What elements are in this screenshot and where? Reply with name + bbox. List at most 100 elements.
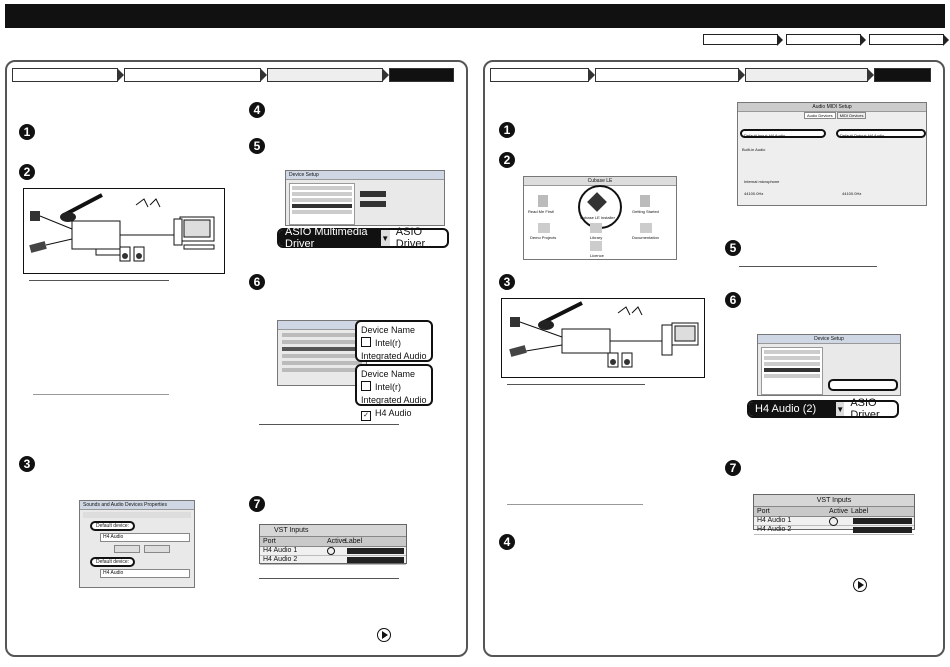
checkbox[interactable] — [361, 381, 371, 391]
col-port: Port — [263, 538, 276, 545]
next-page-icon[interactable] — [853, 578, 867, 592]
divider — [259, 578, 399, 579]
output-format-value[interactable]: 44100.0Hz — [842, 191, 862, 196]
asio-driver-label: ASIO Driver — [395, 226, 426, 250]
col-active: Active — [327, 538, 347, 545]
divider — [33, 394, 169, 395]
tab-step-1[interactable] — [490, 68, 595, 82]
col-label: Label — [345, 538, 363, 545]
device-name-header: Device Name — [361, 369, 416, 379]
dialog-title — [278, 321, 366, 330]
step-number-4: 4 — [249, 102, 265, 118]
dialog-title: Device Setup — [758, 335, 900, 344]
step-number-6: 6 — [725, 292, 741, 308]
tab-midi-devices[interactable]: MIDI Devices — [836, 112, 867, 119]
step-number-6: 6 — [249, 274, 265, 290]
default-output-select[interactable]: Default Output: H4 Audio — [836, 129, 926, 138]
folder-icon[interactable] — [538, 223, 550, 233]
connection-diagram — [23, 188, 225, 274]
dialog-tabs — [83, 512, 191, 518]
dialog-title: Device Setup — [286, 171, 444, 180]
input-device-callout: Device Name Intel(r) Integrated Audio ✓ H… — [355, 364, 433, 421]
chevron-down-icon[interactable]: ▼ — [379, 230, 390, 246]
divider — [507, 504, 643, 505]
tab-step-2[interactable] — [124, 68, 268, 82]
licence-label: Licence — [590, 253, 604, 258]
tab-step-3[interactable] — [745, 68, 874, 82]
chevron-down-icon[interactable]: ▼ — [835, 402, 845, 416]
step-number-2: 2 — [499, 152, 515, 168]
divider — [739, 266, 877, 267]
input-source-value[interactable]: Internal microphone — [744, 179, 780, 184]
h4-audio-label: H4 Audio — [375, 408, 412, 418]
default-input-label: Default Input: — [744, 133, 768, 138]
folder-icon[interactable] — [590, 241, 602, 251]
breadcrumb-item-3[interactable] — [869, 34, 949, 46]
device-ports-dialog — [277, 320, 367, 386]
col-active: Active — [829, 508, 849, 515]
window-title: Audio MIDI Setup — [738, 103, 926, 112]
audio-midi-setup-window: Audio MIDI Setup Audio Devices MIDI Devi… — [737, 102, 927, 206]
windows-panel: 1 2 3 Sounds and Audio Devices Propertie… — [5, 60, 468, 657]
asio-driver-label: ASIO Driver — [850, 397, 880, 421]
port-name: H4 Audio 1 — [757, 517, 792, 524]
vst-inputs-window: VST Inputs Port Active Label H4 Audio 1 … — [753, 494, 915, 535]
output-device-callout: Device Name Intel(r) Integrated Audio ✓H… — [355, 320, 433, 377]
device-name-header: Device Name — [361, 325, 416, 335]
next-page-icon[interactable] — [377, 628, 391, 642]
documentation-label: Documentation — [632, 235, 659, 240]
installer-label: Cubase LE Installer — [580, 215, 615, 220]
recording-device-select[interactable]: H4 Audio — [100, 569, 190, 578]
step-number-7: 7 — [249, 496, 265, 512]
connection-diagram-svg — [509, 301, 699, 368]
active-toggle[interactable] — [327, 547, 335, 555]
step-number-3: 3 — [19, 456, 35, 472]
breadcrumb — [701, 34, 949, 46]
breadcrumb-item-2[interactable] — [786, 34, 866, 46]
step-number-3: 3 — [499, 274, 515, 290]
step-number-4: 4 — [499, 534, 515, 550]
playback-default-device-label: Default device: — [90, 521, 136, 531]
step-number-5: 5 — [249, 138, 265, 154]
col-label: Label — [851, 508, 869, 515]
header-bar — [5, 4, 945, 28]
input-format-value[interactable]: 44100.0Hz — [744, 191, 764, 196]
device-setup-dialog: Device Setup — [757, 334, 901, 396]
checkbox-checked[interactable]: ✓ — [361, 411, 371, 421]
getting-started-label: Getting Started — [632, 209, 659, 214]
volume-button[interactable] — [114, 545, 140, 553]
folder-icon[interactable] — [640, 223, 652, 233]
mac-tab-strip — [490, 68, 937, 82]
step-number-2: 2 — [19, 164, 35, 180]
tab-audio-devices[interactable]: Audio Devices — [804, 112, 836, 119]
advanced-button[interactable] — [144, 545, 170, 553]
default-input-select[interactable]: Default Input: H4 Audio — [740, 129, 826, 138]
intel-audio-label: Intel(r) Integrated Audio — [361, 382, 427, 405]
playback-device-select[interactable]: H4 Audio — [100, 533, 190, 542]
tab-current[interactable] — [389, 68, 454, 82]
file-icon[interactable] — [640, 195, 650, 207]
checkbox[interactable] — [361, 337, 371, 347]
sounds-audio-dialog: Sounds and Audio Devices Properties Defa… — [79, 500, 195, 588]
asio-driver-dropdown[interactable]: H4 Audio (2) ▼ ASIO Driver — [747, 397, 899, 421]
active-toggle[interactable] — [829, 517, 838, 526]
cubase-folder-window: Cubase LE Read Me First! Cubase LE Insta… — [523, 176, 677, 260]
tab-step-2[interactable] — [594, 68, 746, 82]
breadcrumb-item-1[interactable] — [703, 34, 783, 46]
vst-inputs-title: VST Inputs — [260, 525, 406, 537]
asio-driver-dropdown[interactable]: ASIO Multimedia Driver ▼ ASIO Driver — [277, 226, 449, 250]
folder-icon[interactable] — [590, 223, 602, 233]
properties-for-value[interactable]: Built-in Audio — [742, 147, 766, 152]
connection-diagram — [501, 298, 705, 378]
asio-driver-value: ASIO Multimedia Driver — [279, 226, 380, 250]
library-label: Library — [590, 235, 603, 240]
step-number-1: 1 — [19, 124, 35, 140]
device-list[interactable] — [289, 183, 355, 225]
tab-step-1[interactable] — [12, 68, 124, 82]
tab-current[interactable] — [873, 68, 931, 82]
windows-tab-strip — [12, 68, 460, 82]
file-icon[interactable] — [538, 195, 548, 207]
mac-panel: 1 2 Cubase LE Read Me First! Cubase LE I… — [483, 60, 945, 657]
tab-step-3[interactable] — [267, 68, 390, 82]
divider — [259, 424, 399, 425]
